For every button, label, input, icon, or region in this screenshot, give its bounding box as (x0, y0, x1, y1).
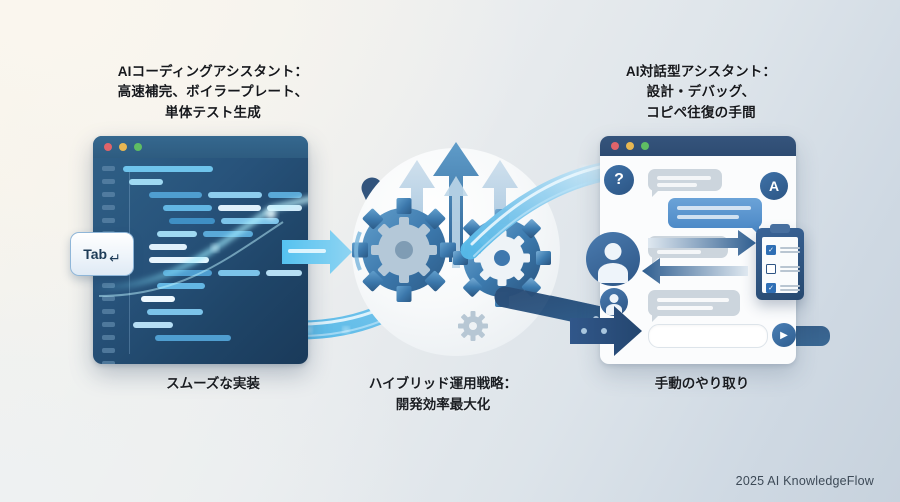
user-avatar-icon (586, 232, 640, 286)
gear-small-bottom (458, 311, 488, 341)
chat-bubble-incoming-3 (648, 290, 740, 316)
question-badge-label: ? (614, 171, 624, 188)
question-badge-icon: ? (604, 165, 634, 195)
caption-middle: ハイブリッド運用戦略：開発効率最大化 (368, 376, 518, 412)
chat-bubble-tail-1 (652, 189, 660, 197)
chat-bubble-tail-2 (750, 226, 759, 235)
arrow-hub-to-chat (570, 306, 642, 356)
chat-bubble-outgoing-1 (668, 198, 762, 228)
minimize-dot-icon[interactable] (626, 142, 634, 150)
close-dot-icon[interactable] (104, 143, 112, 151)
exchange-arrow-right (648, 230, 756, 256)
maximize-dot-icon[interactable] (641, 142, 649, 150)
up-arrow-thin (444, 176, 468, 268)
gear-large-left (352, 198, 456, 302)
exchange-arrow-left (642, 258, 748, 284)
return-arrow-icon: ↵ (109, 249, 121, 266)
heading-right: AI対話型アシスタント：設計・デバッグ、コピペ往復の手間 (625, 64, 777, 120)
tab-key[interactable]: Tab ↵ (70, 232, 134, 276)
caption-left: スムーズな実装 (166, 376, 260, 391)
up-arrow-right (482, 160, 518, 240)
chat-bubble-incoming-1 (648, 169, 722, 191)
send-button[interactable]: ▶ (772, 323, 796, 347)
close-dot-icon[interactable] (611, 142, 619, 150)
chat-title-bar (600, 136, 796, 156)
chat-bubble-tail-4 (652, 314, 660, 322)
footer-credit: 2025 AI KnowledgeFlow (735, 474, 874, 488)
chat-bubble-tail-3 (652, 256, 660, 264)
arrow-editor-to-hub (282, 230, 352, 274)
checkbox-1: ✓ (766, 245, 776, 255)
up-arrow-left (399, 160, 435, 240)
heading-left: AIコーディングアシスタント：高速補完、ボイラープレート、単体テスト生成 (117, 64, 309, 120)
tab-key-label: Tab (83, 246, 108, 262)
checklist-clipboard-icon: ✓ ✓ (756, 224, 804, 300)
minimize-dot-icon[interactable] (119, 143, 127, 151)
chat-input-field[interactable] (648, 324, 768, 348)
editor-title-bar (93, 136, 308, 158)
send-icon: ▶ (780, 329, 788, 341)
caption-right: 手動のやり取り (654, 376, 750, 391)
checkbox-2 (766, 264, 776, 274)
answer-badge-label: A (768, 178, 780, 194)
maximize-dot-icon[interactable] (134, 143, 142, 151)
checkbox-3: ✓ (766, 283, 776, 293)
answer-badge-icon: A (760, 172, 788, 200)
